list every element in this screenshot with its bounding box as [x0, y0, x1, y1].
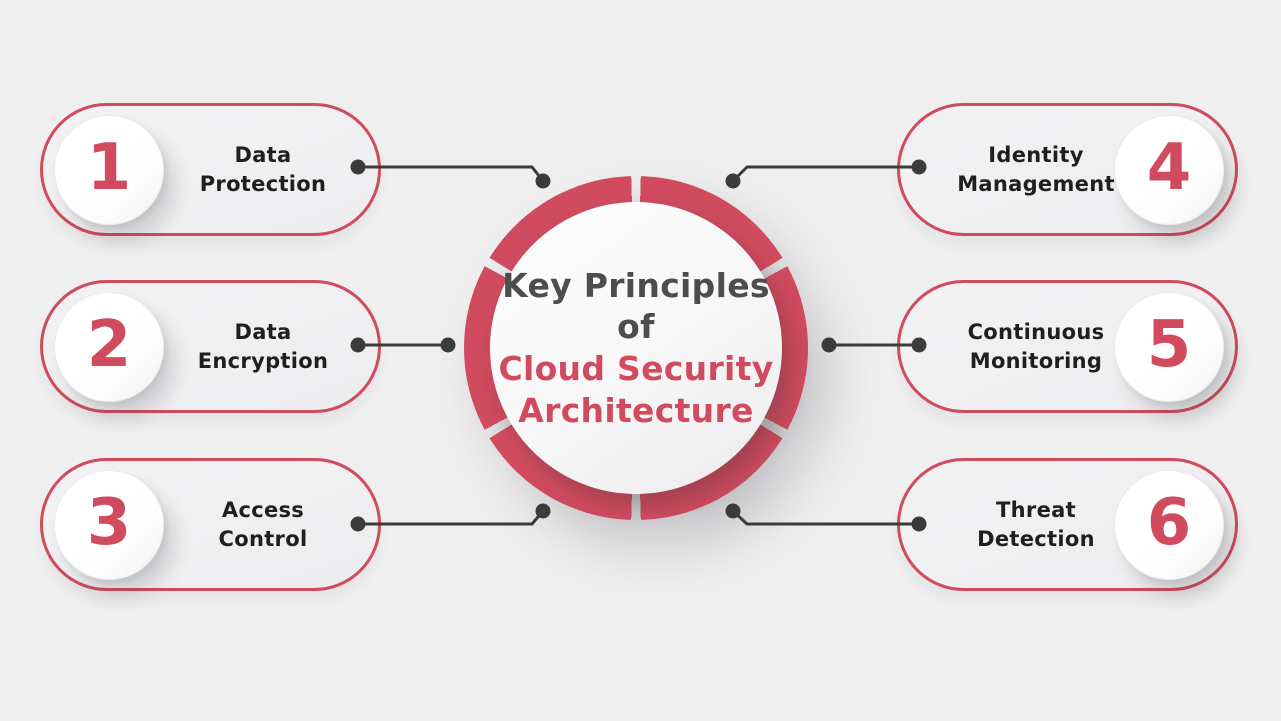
number-badge-3: 3 — [54, 470, 164, 580]
principle-pill-6: 6 Threat Detection — [897, 458, 1238, 591]
number-badge-6: 6 — [1114, 470, 1224, 580]
title-line-2: Cloud Security — [498, 349, 774, 388]
number-label-6: 6 — [1146, 486, 1192, 560]
number-label-2: 2 — [86, 308, 132, 382]
center-circle: Key Principles of Cloud Security Archite… — [490, 202, 782, 494]
number-label-4: 4 — [1146, 131, 1192, 205]
hub-title: Key Principles of Cloud Security Archite… — [490, 265, 782, 431]
number-badge-1: 1 — [54, 115, 164, 225]
connector-dot — [535, 503, 551, 519]
connector-dot — [725, 173, 741, 189]
number-badge-2: 2 — [54, 292, 164, 402]
principle-label-4: Identity Management — [957, 142, 1115, 196]
principle-pill-2: 2 Data Encryption — [40, 280, 381, 413]
principle-pill-3: 3 Access Control — [40, 458, 381, 591]
principle-label-1: Data Protection — [199, 142, 327, 196]
connector-line-6 — [731, 509, 919, 526]
title-line-3: Architecture — [518, 390, 754, 430]
principle-label-6: Threat Detection — [977, 497, 1095, 551]
connector-line-4 — [731, 165, 919, 183]
connector-dot — [535, 173, 551, 189]
number-badge-5: 5 — [1114, 292, 1224, 402]
connector-dot — [440, 337, 456, 353]
principle-label-5: Continuous Monitoring — [967, 319, 1105, 373]
principle-pill-5: 5 Continuous Monitoring — [897, 280, 1238, 413]
title-line-1: Key Principles of — [502, 265, 770, 347]
connector-dot — [725, 503, 741, 519]
connector-line-3 — [358, 510, 545, 526]
principle-pill-4: 4 Identity Management — [897, 103, 1238, 236]
principle-label-3: Access Control — [218, 497, 308, 551]
number-label-3: 3 — [86, 486, 132, 560]
number-label-5: 5 — [1146, 308, 1192, 382]
number-badge-4: 4 — [1114, 115, 1224, 225]
connector-dot — [821, 337, 837, 353]
principle-label-2: Data Encryption — [197, 319, 329, 373]
number-label-1: 1 — [86, 131, 132, 205]
connector-line-1 — [358, 165, 545, 182]
principle-pill-1: 1 Data Protection — [40, 103, 381, 236]
